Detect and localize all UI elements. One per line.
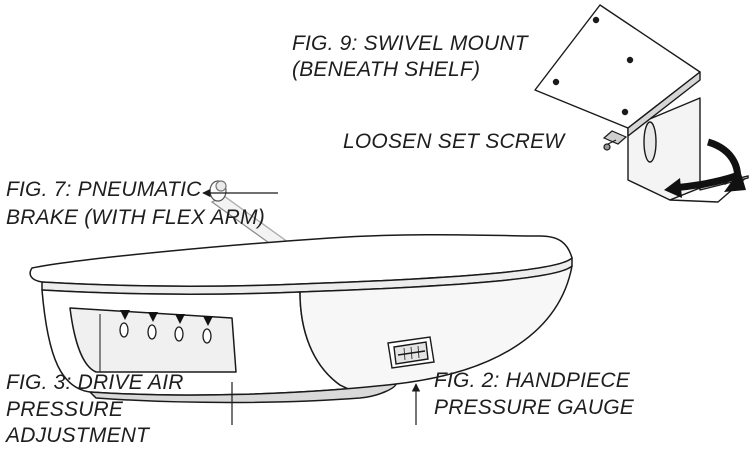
fig3-label-line3: ADJUSTMENT	[6, 424, 150, 447]
fig9-label-line2: (BENEATH SHELF)	[292, 58, 481, 81]
knob	[202, 328, 212, 344]
set-screw	[602, 130, 628, 151]
arrow-icon	[120, 310, 213, 326]
knob	[174, 326, 184, 342]
fig2-label-line2: PRESSURE GAUGE	[434, 396, 635, 419]
curved-double-arrow-icon	[664, 138, 746, 198]
set-screw-label: LOOSEN SET SCREW	[343, 130, 565, 153]
drive-air-adjustment-knobs	[119, 322, 212, 344]
fig9-label-line1: FIG. 9: SWIVEL MOUNT	[292, 32, 528, 55]
swivel-mount-bracket	[534, 4, 749, 203]
fig7-label-line2: BRAKE (WITH FLEX ARM)	[6, 206, 265, 229]
knob	[147, 324, 157, 340]
fig7-label-line1: FIG. 7: PNEUMATIC	[6, 178, 202, 201]
knob	[119, 322, 129, 338]
fig3-label-line2: PRESSURE	[6, 398, 124, 421]
fig2-label-line1: FIG. 2: HANDPIECE	[434, 369, 630, 392]
fig3-label-line1: FIG. 3: DRIVE AIR	[6, 371, 184, 394]
dental-unit-housing	[29, 233, 573, 404]
pressure-gauge	[387, 336, 435, 369]
